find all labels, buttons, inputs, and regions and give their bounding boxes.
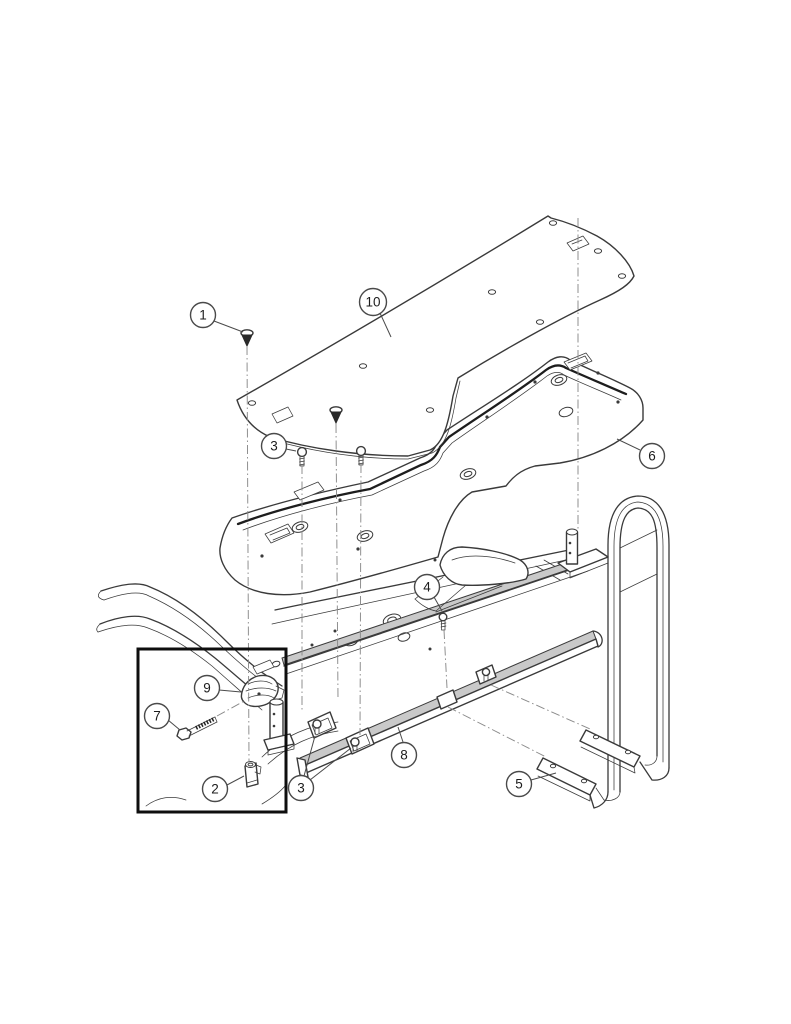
callout-3-upper-label: 3 <box>270 439 278 454</box>
clamp-bolt <box>481 667 491 682</box>
frame-screw <box>438 612 448 631</box>
part-4-frame <box>252 528 609 765</box>
screw-3b <box>355 445 367 466</box>
callout-3-lower: 3 <box>287 774 315 802</box>
frame-edge-arc <box>261 785 286 805</box>
callout-8: 8 <box>390 741 418 769</box>
screw-3a <box>296 446 308 467</box>
projection-lines <box>216 218 591 763</box>
part-2-clip-nut <box>244 761 262 788</box>
callout-8-label: 8 <box>400 748 408 763</box>
callout-3-lower-label: 3 <box>297 781 305 796</box>
callout-3-upper: 3 <box>260 432 288 460</box>
panel-screw <box>329 406 343 425</box>
clamp-bolt <box>350 737 360 753</box>
leader-lines <box>167 312 641 786</box>
callout-10-label: 10 <box>365 295 380 310</box>
callout-1: 1 <box>189 301 217 329</box>
callout-7-label: 7 <box>153 709 161 724</box>
frame-post <box>263 698 295 756</box>
callout-5-label: 5 <box>515 777 523 792</box>
part-8-support-bar <box>296 630 603 778</box>
callout-2-label: 2 <box>211 782 219 797</box>
part-7-bolt <box>176 716 218 741</box>
frame-hole-arc <box>145 796 187 807</box>
detail-box <box>136 647 288 814</box>
frame-hump-pad <box>439 546 529 586</box>
callout-9: 9 <box>193 674 221 702</box>
screw-1 <box>240 329 254 348</box>
fender-curves <box>96 583 283 711</box>
part-6-tray <box>219 352 644 596</box>
part-9-bracket <box>240 674 285 708</box>
callout-4-label: 4 <box>423 580 431 595</box>
callout-7: 7 <box>143 702 171 730</box>
callout-4: 4 <box>413 573 441 601</box>
callout-10: 10 <box>358 287 388 317</box>
callout-6: 6 <box>638 442 666 470</box>
clamp-bolt <box>312 719 322 735</box>
callout-2: 2 <box>201 775 229 803</box>
part-5-u-rack <box>536 495 670 809</box>
callout-1-label: 1 <box>199 308 207 323</box>
callout-9-label: 9 <box>203 681 211 696</box>
callout-5: 5 <box>505 770 533 798</box>
callout-6-label: 6 <box>648 449 656 464</box>
